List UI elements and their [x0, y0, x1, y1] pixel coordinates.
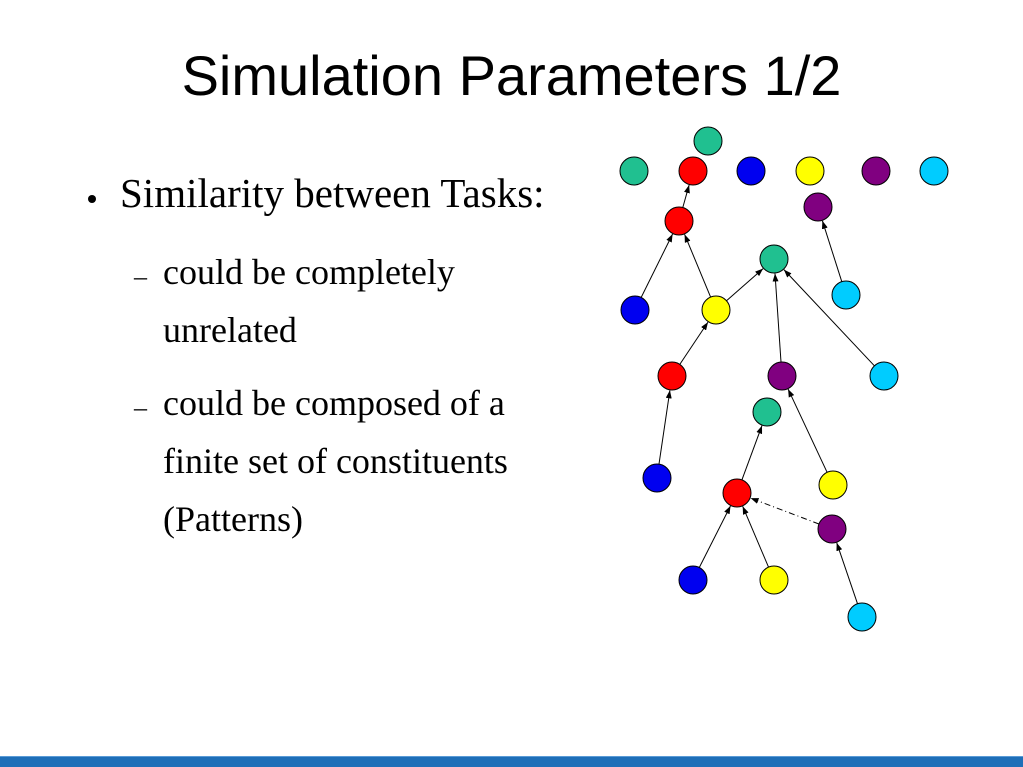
edge-arrow	[836, 542, 858, 604]
node-red	[664, 206, 694, 236]
edge-arrow	[640, 233, 674, 298]
node-blue	[736, 156, 766, 186]
sub-bullet-unrelated: – could be completely unrelated	[134, 243, 518, 359]
sub-bullet-text: could be completely unrelated	[163, 252, 455, 350]
edge-arrow	[679, 321, 709, 365]
node-red	[657, 361, 687, 391]
node-teal	[693, 126, 723, 156]
node-purple	[767, 361, 797, 391]
edge-arrow	[772, 273, 782, 363]
node-red	[722, 478, 752, 508]
edge-arrow	[787, 388, 828, 473]
edge-arrow	[682, 184, 690, 208]
diagram-edges	[640, 184, 875, 604]
bullet-similarity: Similarity between Tasks:	[120, 170, 545, 216]
node-yellow	[795, 156, 825, 186]
sub-bullet-patterns: – could be composed of a finite set of c…	[134, 374, 518, 548]
edge-arrow	[698, 505, 731, 568]
node-cyan	[869, 361, 899, 391]
node-yellow	[818, 470, 848, 500]
node-blue	[642, 463, 672, 493]
node-cyan	[919, 156, 949, 186]
node-yellow	[759, 565, 789, 595]
diagram-nodes	[619, 126, 949, 632]
node-blue	[620, 295, 650, 325]
sub-bullet-text: could be composed of a finite set of con…	[163, 383, 508, 539]
slide-title: Simulation Parameters 1/2	[181, 44, 842, 107]
node-red	[678, 156, 708, 186]
bullet-dot	[88, 195, 96, 203]
edge-dashdot-arrow	[750, 497, 820, 525]
node-purple	[803, 192, 833, 222]
node-purple	[817, 514, 847, 544]
footer-bar	[0, 756, 1023, 767]
node-teal	[759, 244, 789, 274]
edge-arrow	[742, 506, 769, 568]
edge-arrow	[684, 234, 712, 298]
sub-bullet-dash: –	[134, 393, 147, 422]
node-blue	[678, 565, 708, 595]
node-yellow	[701, 295, 731, 325]
sub-bullet-dash: –	[134, 262, 147, 291]
edge-arrow	[741, 425, 763, 481]
node-purple	[861, 156, 891, 186]
edge-arrow	[658, 390, 672, 465]
node-cyan	[831, 280, 861, 310]
node-teal	[752, 397, 782, 427]
node-cyan	[847, 602, 877, 632]
edge-arrow	[783, 269, 875, 367]
edge-arrow	[821, 220, 843, 282]
edge-arrow	[726, 268, 764, 302]
node-teal	[619, 156, 649, 186]
